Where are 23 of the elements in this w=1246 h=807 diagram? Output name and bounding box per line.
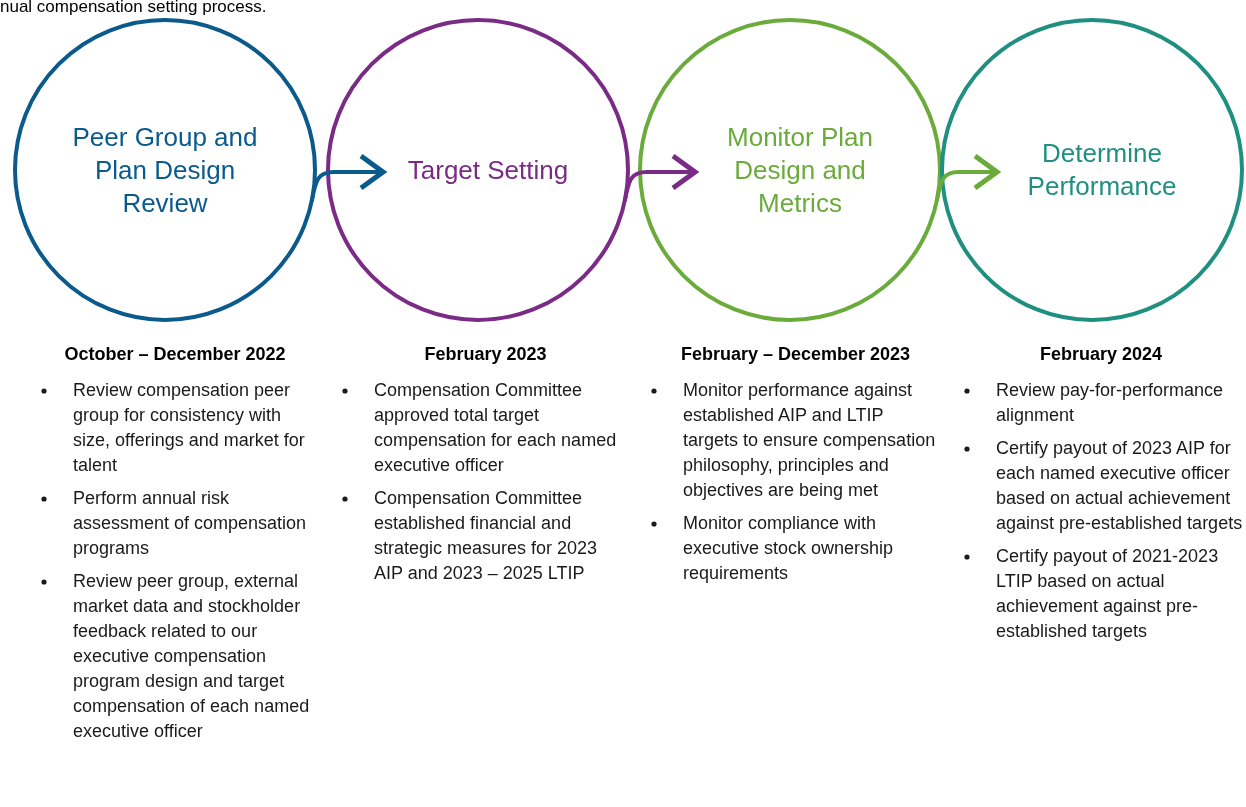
stage-title: Peer Group and Plan Design Review bbox=[71, 120, 259, 220]
bullet-text: Certify payout of 2021-2023 LTIP based on actual achievement against pre-established targets bbox=[996, 545, 1220, 643]
process-circle bbox=[638, 18, 942, 322]
date-heading: February 2023 bbox=[423, 343, 548, 366]
process-circle bbox=[13, 18, 317, 322]
bullet-text: Perform annual risk assessment of compensation programs bbox=[73, 487, 308, 560]
stage-title: Monitor Plan Design and Metrics bbox=[726, 120, 874, 220]
date-heading: February 2024 bbox=[1038, 343, 1164, 366]
stage-title: Determine Performance bbox=[1026, 137, 1178, 203]
date-heading: February – December 2023 bbox=[679, 343, 912, 366]
bullet-text: Monitor performance against established AIP and LTIP targets to ensure compensation philosophy, principles and objectives are being met bbox=[683, 379, 937, 502]
process-circle bbox=[940, 18, 1244, 322]
bullet-text: Review pay-for-performance alignment bbox=[996, 379, 1225, 427]
bullet-text: Review peer group, external market data and stockholder feedback related to our executive compensation program design and target compensation of each named executive officer bbox=[73, 570, 311, 743]
bullet-text: Monitor compliance with executive stock ownership requirements bbox=[683, 512, 895, 585]
process-circle bbox=[326, 18, 630, 322]
bullet-text: Certify payout of 2023 AIP for each named executive officer based on actual achievement against pre-established targets bbox=[996, 437, 1244, 535]
date-heading: October – December 2022 bbox=[63, 343, 287, 366]
arrow bbox=[934, 153, 1000, 202]
stage-title: Target Setting bbox=[406, 153, 569, 187]
bullet-text: Compensation Committee approved total target compensation for each named executive officer bbox=[374, 379, 618, 477]
bullet-text: Review compensation peer group for consistency with size, offerings and market for talent bbox=[73, 379, 306, 477]
bullet-text: Compensation Committee established financial and strategic measures for 2023 AIP and 2023 – 2025 LTIP bbox=[374, 487, 599, 585]
